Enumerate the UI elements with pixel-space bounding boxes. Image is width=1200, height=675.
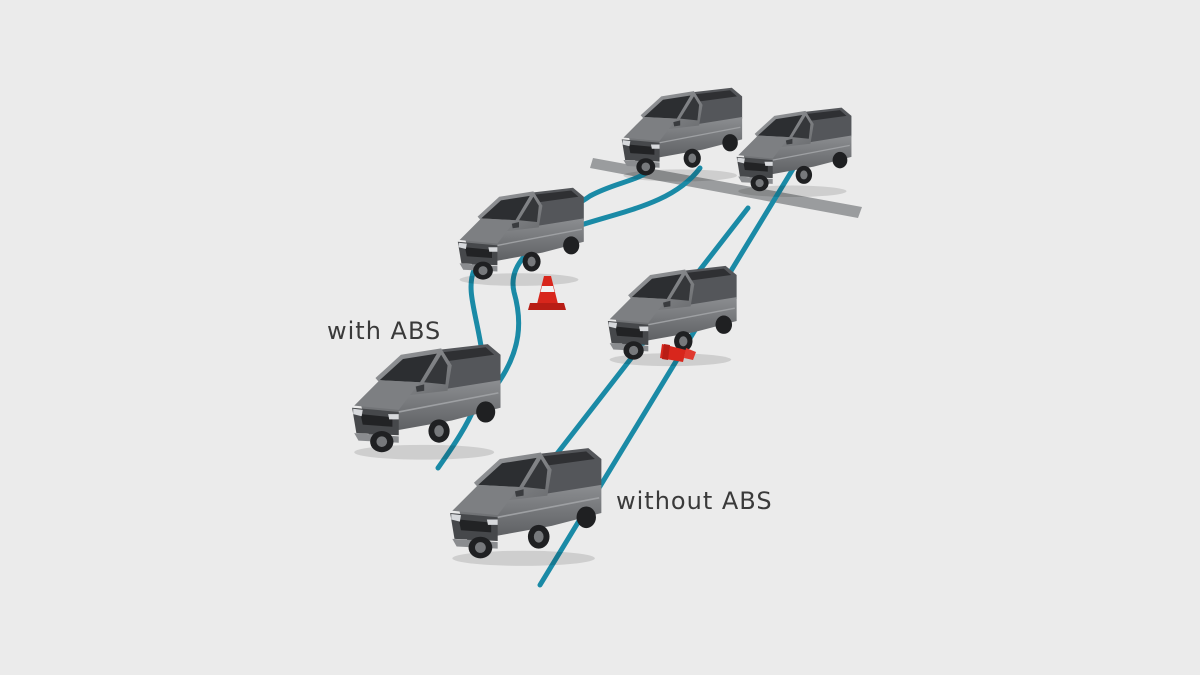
- truck-with-abs-end: [621, 87, 743, 183]
- truck-without-abs-start: [449, 447, 603, 567]
- knocked-cone-icon: [660, 344, 696, 362]
- without-abs-label: without ABS: [616, 487, 773, 515]
- truck-with-abs-start: [351, 343, 502, 461]
- truck-with-abs-middle: [457, 187, 585, 287]
- with-abs-label: with ABS: [327, 317, 442, 345]
- traffic-cone-icon: [528, 276, 566, 310]
- truck-without-abs-end: [736, 107, 853, 198]
